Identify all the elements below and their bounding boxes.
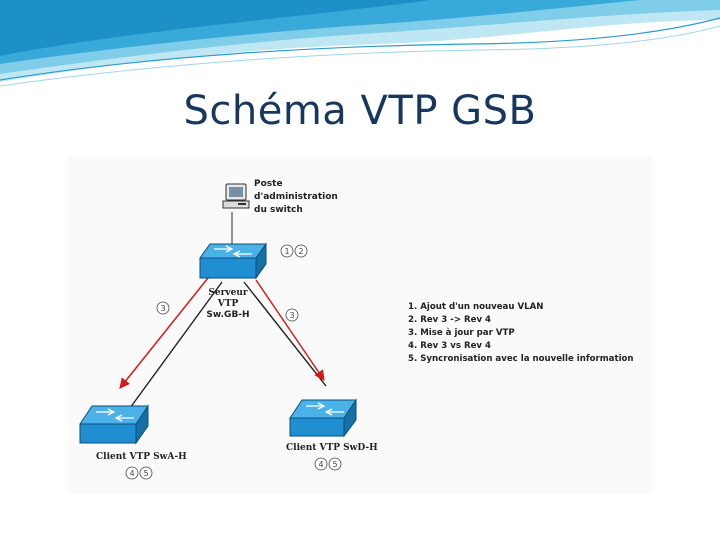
svg-text:du switch: du switch — [254, 205, 303, 215]
client-d-switch-icon — [289, 398, 357, 438]
vtp-update-arrow-left — [119, 277, 209, 389]
badge-client-a-5: 5 — [139, 466, 153, 480]
legend-item-5: 5. Syncronisation avec la nouvelle infor… — [408, 354, 634, 364]
client-d-label: Client VTP SwD-H — [286, 443, 378, 453]
svg-text:3: 3 — [160, 304, 165, 313]
slide-title: Schéma VTP GSB — [183, 88, 537, 134]
legend-item-3: 3. Mise à jour par VTP — [408, 328, 515, 338]
client-a-label: Client VTP SwA-H — [96, 452, 187, 462]
badge-client-d-5: 5 — [328, 457, 342, 471]
badge-admin-1: 1 — [280, 244, 294, 258]
badge-link-right-3: 3 — [285, 308, 299, 322]
svg-text:5: 5 — [332, 460, 337, 469]
svg-text:5: 5 — [143, 469, 148, 478]
svg-text:4: 4 — [129, 469, 134, 478]
server-switch-icon — [199, 242, 267, 280]
svg-text:1: 1 — [284, 247, 289, 256]
badge-link-left-3: 3 — [156, 301, 170, 315]
legend-item-2: 2. Rev 3 -> Rev 4 — [408, 315, 491, 325]
link-server-client-d — [243, 281, 327, 387]
svg-text:d'administration: d'administration — [254, 192, 338, 202]
vtp-update-arrow-right — [255, 279, 325, 381]
badge-client-d-4: 4 — [314, 457, 328, 471]
badge-client-a-4: 4 — [125, 466, 139, 480]
svg-text:Poste: Poste — [254, 179, 283, 189]
vtp-diagram: Poste d'administration du switch 1 2 Ser… — [79, 179, 634, 480]
legend: 1. Ajout d'un nouveau VLAN 2. Rev 3 -> R… — [408, 302, 634, 364]
server-label: Serveur VTP Sw.GB-H — [206, 288, 249, 320]
legend-item-1: 1. Ajout d'un nouveau VLAN — [408, 302, 543, 312]
header-wave-decoration — [0, 0, 720, 87]
legend-item-4: 4. Rev 3 vs Rev 4 — [408, 341, 491, 351]
svg-text:4: 4 — [318, 460, 323, 469]
svg-text:Sw.GB-H: Sw.GB-H — [206, 310, 249, 320]
computer-icon — [222, 183, 250, 209]
svg-text:VTP: VTP — [217, 299, 239, 309]
svg-text:2: 2 — [298, 247, 303, 256]
badge-admin-2: 2 — [294, 244, 308, 258]
svg-text:3: 3 — [289, 311, 294, 320]
client-a-switch-icon — [79, 404, 149, 445]
svg-text:Serveur: Serveur — [208, 288, 247, 298]
admin-label: Poste d'administration du switch — [254, 179, 338, 215]
diagram-panel: Poste d'administration du switch 1 2 Ser… — [68, 156, 652, 494]
link-server-client-a — [129, 281, 223, 409]
